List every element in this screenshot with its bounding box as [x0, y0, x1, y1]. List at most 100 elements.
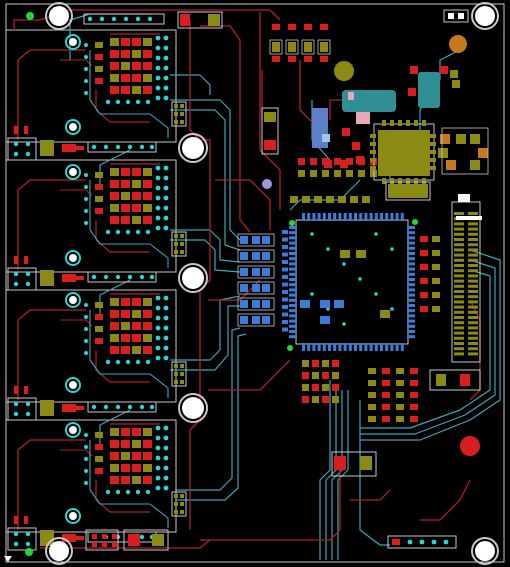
- standoff-hole: [69, 512, 77, 520]
- header-pin: [468, 316, 478, 319]
- connector-outline: [171, 491, 187, 517]
- standoff-hole: [69, 168, 77, 176]
- mcu-pin: [385, 343, 389, 351]
- smd-pad: [121, 50, 130, 58]
- pad: [370, 166, 376, 170]
- top-trace: [17, 49, 86, 140]
- via: [163, 435, 169, 441]
- via: [115, 99, 121, 105]
- header-pin: [468, 295, 478, 299]
- smd-pad: [110, 452, 119, 460]
- via: [147, 16, 153, 22]
- header-pin: [454, 316, 464, 319]
- mcu-pin: [289, 335, 297, 339]
- resistor-array-outline: [237, 297, 275, 311]
- via: [155, 445, 161, 451]
- smd-pad: [95, 184, 103, 190]
- bottom-trace: [170, 109, 241, 251]
- resistor-pad: [396, 368, 404, 374]
- via: [163, 65, 169, 71]
- via: [431, 539, 437, 545]
- resistor-pad: [24, 386, 28, 394]
- smd-pad: [332, 360, 339, 367]
- smd-pad: [300, 300, 310, 308]
- channel-block-1: [7, 33, 187, 161]
- smd-pad: [302, 360, 309, 367]
- smd-pad: [121, 452, 130, 460]
- via: [358, 277, 362, 281]
- via: [111, 16, 117, 22]
- header-pin: [454, 253, 464, 257]
- fiducial-green: [287, 345, 293, 351]
- resistor-pad: [410, 404, 418, 410]
- bottom-trace: [170, 295, 241, 361]
- top-trace: [350, 489, 391, 501]
- header-pin: [468, 310, 478, 314]
- bottom-trace: [319, 380, 331, 560]
- header-pin: [454, 212, 464, 215]
- cap-pad: [326, 196, 334, 203]
- smd-pad: [478, 148, 488, 158]
- mcu-pin: [380, 343, 383, 351]
- smd-pad: [121, 204, 130, 212]
- resistor-pad: [368, 380, 376, 386]
- smd-pad: [320, 300, 330, 308]
- pad: [430, 134, 436, 138]
- header-outline: [83, 13, 165, 25]
- mcu-pin: [407, 298, 415, 302]
- resistor-outline: [285, 39, 299, 55]
- smd-pad: [95, 54, 103, 60]
- bottom-trace: [170, 74, 211, 95]
- via: [139, 534, 145, 540]
- smd-pad: [110, 192, 119, 200]
- connector-outline: [171, 231, 187, 257]
- via: [155, 315, 161, 321]
- mcu-pin: [385, 213, 389, 221]
- smd-pad: [121, 310, 130, 318]
- smd-pad: [312, 372, 319, 379]
- smd-pad: [356, 250, 366, 258]
- terminal-outline: [7, 527, 37, 551]
- cap-pad: [76, 536, 84, 540]
- series-resistor: [282, 282, 288, 287]
- via: [84, 433, 88, 437]
- header-pin: [454, 310, 464, 314]
- top-trace: [17, 179, 86, 270]
- trace: [95, 480, 150, 513]
- power-ic: [378, 130, 430, 176]
- smd-pad: [302, 384, 309, 391]
- via: [13, 531, 19, 537]
- via: [115, 404, 121, 410]
- standoff-hole: [69, 426, 77, 434]
- mcu-pin: [289, 272, 297, 276]
- via: [84, 339, 88, 343]
- resistor-outline: [301, 39, 315, 55]
- via: [84, 481, 88, 485]
- header-pin: [454, 274, 464, 278]
- via: [163, 225, 169, 231]
- channel-block-2: [7, 163, 187, 291]
- header-pin: [468, 243, 478, 247]
- mcu-pin: [289, 262, 297, 266]
- series-resistor: [282, 252, 288, 257]
- right-area: [420, 194, 482, 391]
- smd-pad: [143, 476, 152, 484]
- mcu-pin: [364, 213, 368, 221]
- mcu-pin: [348, 213, 352, 221]
- resistor-pad: [410, 392, 418, 398]
- resistor-body: [288, 42, 296, 52]
- smd-pad: [143, 298, 152, 306]
- via: [163, 345, 169, 351]
- pad: [112, 534, 117, 539]
- top-trace: [215, 179, 271, 230]
- mcu-pin: [354, 213, 357, 221]
- smd-pad: [143, 50, 152, 58]
- smd-pad: [121, 464, 130, 472]
- standoff-ring: [65, 250, 81, 266]
- mcu-pin: [364, 343, 368, 351]
- mounting-hole-top-right-ring: [471, 2, 499, 30]
- top-trace: [420, 479, 471, 521]
- via: [163, 335, 169, 341]
- via: [163, 445, 169, 451]
- series-resistor: [282, 275, 288, 279]
